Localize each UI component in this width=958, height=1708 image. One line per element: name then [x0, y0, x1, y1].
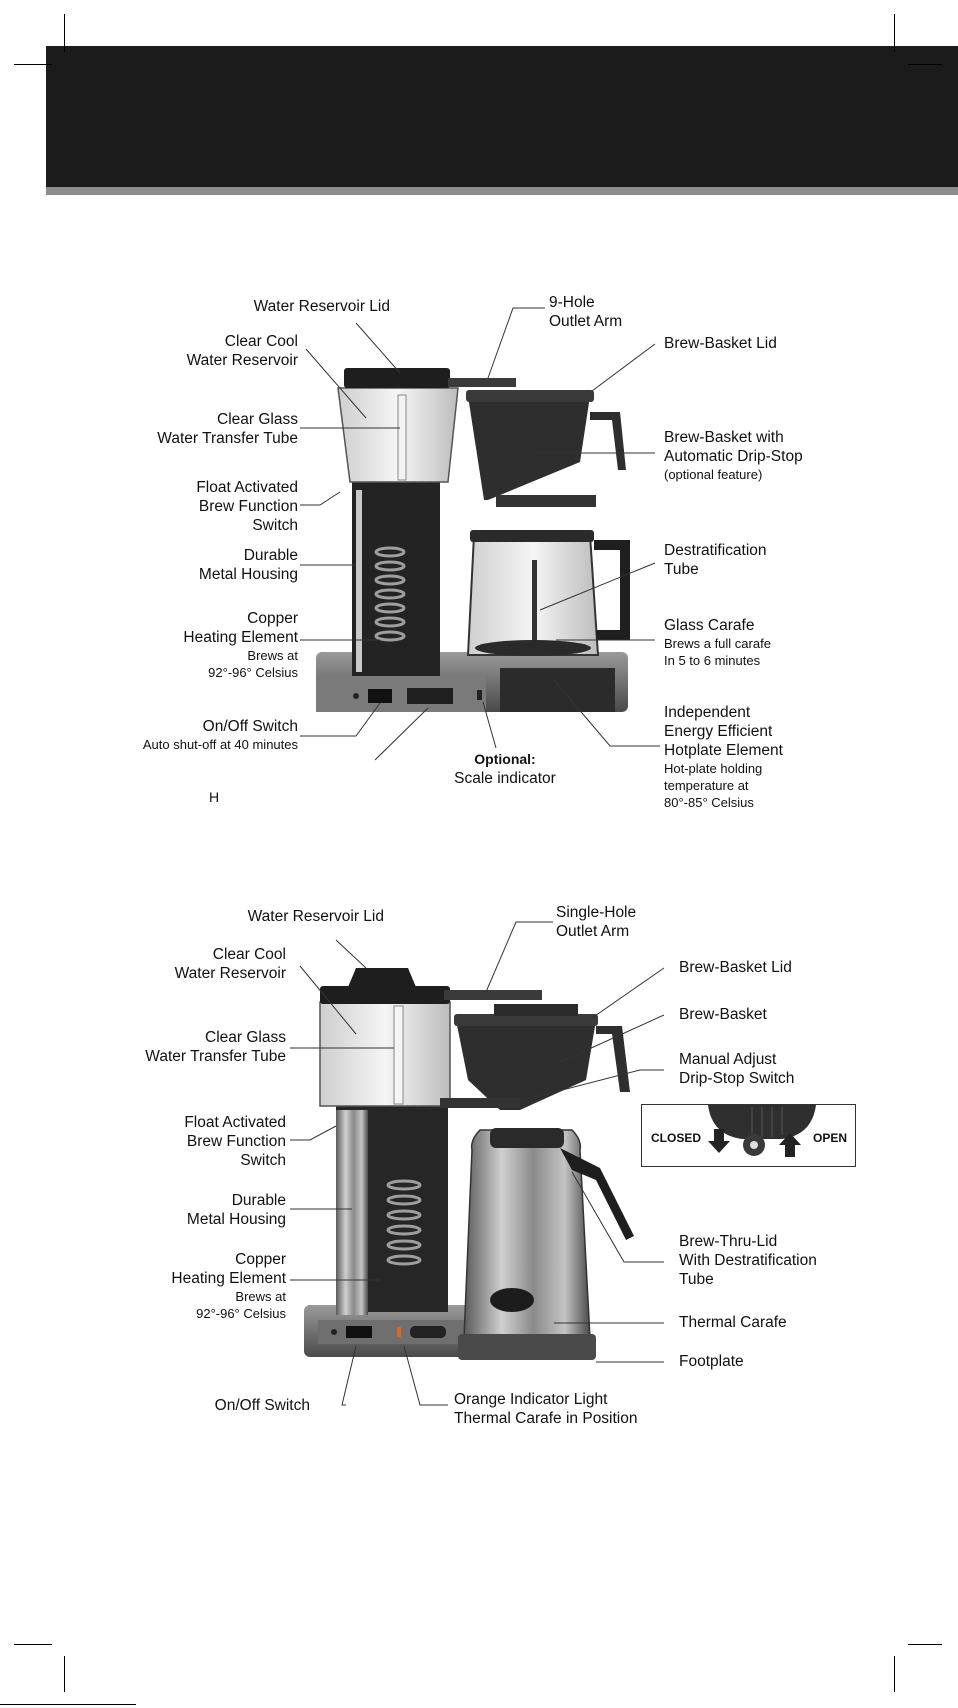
crop-mark: [894, 14, 895, 52]
label-metal-housing-1: Durable Metal Housing: [198, 547, 298, 583]
label-destrat-tube-1: Destratification Tube: [664, 542, 767, 578]
label-metal-housing-2: Durable Metal Housing: [186, 1192, 286, 1228]
crop-mark: [14, 1644, 52, 1645]
brew-basket-2: [456, 1020, 596, 1110]
label-glass-tube-1: Clear Glass Water Transfer Tube: [157, 411, 298, 447]
drip-stop-inset-art: [708, 1105, 816, 1157]
label-clear-cool-reservoir-2: Clear Cool Water Reservoir: [174, 946, 286, 982]
logo-badge-2: [410, 1326, 446, 1338]
orange-indicator-2: [397, 1327, 401, 1337]
label-water-reservoir-lid-1: Water Reservoir Lid: [253, 298, 390, 315]
brew-basket-lid-2: [454, 1014, 598, 1026]
label-thermal-carafe-2: Thermal Carafe: [679, 1314, 787, 1331]
power-light-1: [353, 693, 359, 699]
hotplate-switch-1: [407, 688, 453, 704]
label-footplate-2: Footplate: [679, 1353, 744, 1370]
leader-lines-2: [290, 921, 665, 1406]
on-off-switch-2: [346, 1326, 372, 1338]
crop-mark: [64, 14, 65, 52]
label-outlet-arm-2: Single-Hole Outlet Arm: [556, 904, 637, 940]
thermal-carafe-2: [463, 1129, 591, 1339]
label-brew-basket-lid-2: Brew-Basket Lid: [679, 959, 792, 976]
crop-mark: [894, 1656, 895, 1692]
power-light-2: [331, 1329, 337, 1335]
transfer-tube-2: [393, 1005, 404, 1105]
label-drip-stop-2: Manual Adjust Drip-Stop Switch: [679, 1051, 795, 1087]
footplate-2: [458, 1334, 596, 1360]
label-brew-basket-lid-1: Brew-Basket Lid: [664, 335, 777, 352]
label-clear-cool-reservoir-1: Clear Cool Water Reservoir: [186, 333, 298, 369]
basket-support-1: [496, 495, 596, 507]
label-scale-indicator-1: Optional: Scale indicator: [454, 751, 556, 787]
destrat-tube-1: [532, 560, 537, 652]
header-band: [46, 46, 958, 187]
outlet-arm-2: [444, 990, 542, 1000]
hotplate-1: [500, 668, 615, 712]
inset-open-label: OPEN: [813, 1131, 848, 1145]
arrow-up-icon: [779, 1133, 801, 1157]
stray-mark: H: [209, 789, 220, 805]
basket-handle-1: [590, 412, 626, 470]
carafe-handle-1: [594, 540, 630, 640]
label-brew-basket-2: Brew-Basket: [679, 1006, 767, 1023]
label-glass-carafe-1: Glass Carafe Brews a full carafe In 5 to…: [664, 617, 771, 668]
label-on-off-1: On/Off Switch Auto shut-off at 40 minute…: [142, 718, 298, 752]
header-stripe: [46, 187, 958, 195]
label-float-switch-1: Float Activated Brew Function Switch: [196, 479, 298, 534]
bottom-rule: [0, 1704, 136, 1705]
basket-support-2: [440, 1098, 520, 1108]
transfer-tube-1: [397, 394, 407, 481]
basket-handle-2: [596, 1026, 630, 1092]
label-indicator-light-2: Orange Indicator Light Thermal Carafe in…: [454, 1391, 638, 1427]
carafe-lid-2: [490, 1128, 564, 1148]
carafe-lid-1: [470, 530, 594, 542]
crop-mark: [64, 1656, 65, 1692]
lid-top-2: [346, 968, 418, 992]
machine-2: [304, 968, 634, 1360]
label-brew-thru-lid-2: Brew-Thru-Lid With Destratification Tube: [679, 1233, 817, 1288]
carafe-coffee-1: [475, 640, 591, 656]
control-panel-1: [316, 676, 486, 712]
label-heating-element-2: Copper Heating Element Brews at 92°-96° …: [171, 1251, 286, 1321]
label-brew-basket-1: Brew-Basket with Automatic Drip-Stop (op…: [664, 429, 803, 482]
leader-lines-1: [300, 307, 660, 761]
scale-indicator-1: [477, 690, 482, 700]
machine-1: [316, 368, 630, 712]
label-water-reservoir-lid-2: Water Reservoir Lid: [247, 908, 384, 925]
outlet-arm-1: [448, 378, 516, 387]
crop-mark: [908, 64, 942, 65]
arrow-down-icon: [708, 1129, 730, 1153]
reservoir-2: [319, 1001, 451, 1107]
crop-mark: [14, 64, 52, 65]
label-glass-tube-2: Clear Glass Water Transfer Tube: [145, 1029, 286, 1065]
crop-mark: [908, 1644, 942, 1645]
label-hotplate-1: Independent Energy Efficient Hotplate El…: [664, 704, 783, 810]
on-off-switch-1: [368, 689, 392, 703]
label-outlet-arm-1: 9-Hole Outlet Arm: [549, 294, 623, 330]
brew-basket-lid-1: [466, 390, 594, 402]
metal-column-2: [336, 1110, 368, 1315]
carafe-logo-2: [490, 1288, 534, 1312]
basket-cap-2: [494, 1004, 578, 1016]
reservoir-lid-1: [344, 368, 450, 388]
brew-basket-1: [468, 396, 590, 500]
drip-stop-inset: CLOSED OPEN: [641, 1104, 856, 1167]
inset-closed-label: CLOSED: [651, 1131, 702, 1145]
housing-1: [352, 480, 440, 676]
heating-coil-1: [374, 546, 406, 642]
heating-coil-2: [386, 1179, 422, 1266]
label-heating-element-1: Copper Heating Element Brews at 92°-96° …: [183, 610, 298, 680]
housing-column-1: [356, 490, 362, 672]
label-on-off-2: On/Off Switch: [214, 1397, 310, 1414]
label-float-switch-2: Float Activated Brew Function Switch: [184, 1114, 286, 1169]
carafe-handle-2: [560, 1148, 634, 1240]
